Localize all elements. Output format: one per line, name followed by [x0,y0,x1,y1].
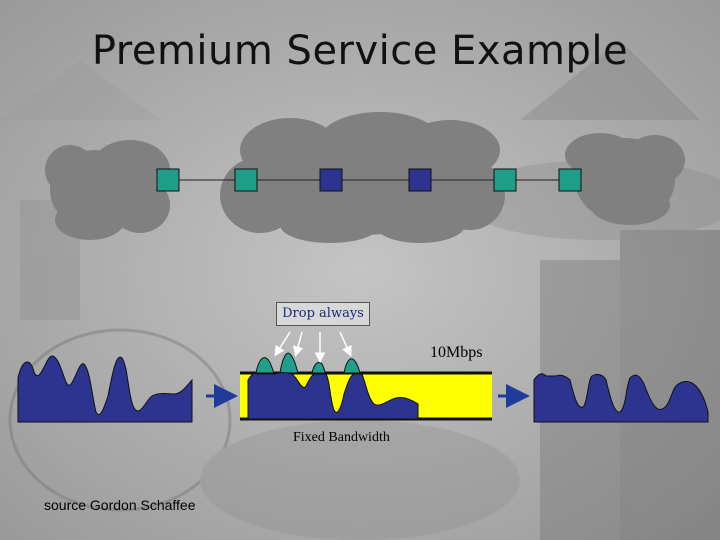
drop-always-label: Drop always [276,302,370,326]
shaped-traffic-shape [247,372,419,420]
slide-title: Premium Service Example [91,28,629,74]
output-traffic-shape [533,373,709,423]
network-cloud-left [45,140,170,240]
edge-router-4 [558,168,582,192]
dropped-packets [255,352,361,374]
edge-router-3 [493,168,517,192]
edge-router-2 [234,168,258,192]
core-router-2 [408,168,432,192]
network-cloud-center [220,112,505,243]
drop-arrows [274,331,352,363]
fixed-bandwidth-label: Fixed Bandwidth [293,430,390,445]
edge-router-1 [156,168,180,192]
input-traffic-shape [17,355,193,423]
bandwidth-label: 10Mbps [430,344,483,361]
network-cloud-right [565,133,685,225]
core-router-1 [319,168,343,192]
source-credit: source Gordon Schaffee [44,497,196,513]
